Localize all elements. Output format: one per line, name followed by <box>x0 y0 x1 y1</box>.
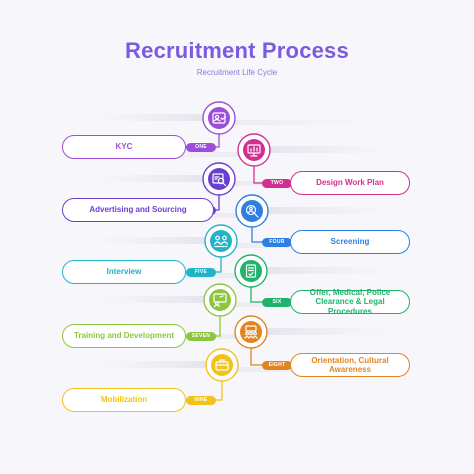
page-title: Recruitment Process <box>125 38 349 63</box>
shadow-bar <box>251 267 395 274</box>
step-label: Mobilization <box>62 388 186 412</box>
shadow-bar <box>90 175 219 182</box>
step-node-9 <box>205 348 239 382</box>
step-node-7 <box>203 283 237 317</box>
step-node-8 <box>234 315 268 349</box>
step-label: Interview <box>62 260 186 284</box>
step-label: Design Work Plan <box>290 171 410 195</box>
document-check-icon <box>245 264 257 278</box>
step-label: Orientation, Cultural Awareness <box>290 353 410 377</box>
shadow-bar <box>229 120 389 125</box>
step-number-tag: SIX <box>262 297 292 307</box>
shadow-bar <box>90 114 219 121</box>
step-number-tag: TWO <box>262 178 292 188</box>
step-node-5 <box>204 224 238 258</box>
step-label: KYC <box>62 135 186 159</box>
step-number-tag: SEVEN <box>186 331 216 341</box>
step-number-tag: FIVE <box>186 267 216 277</box>
step-node-6 <box>234 254 268 288</box>
shadow-bar <box>252 207 395 214</box>
shadow-bar <box>254 146 395 153</box>
step-label: Advertising and Sourcing <box>62 198 214 222</box>
step-node-3 <box>202 162 236 196</box>
shadow-bar <box>90 361 222 368</box>
step-number-tag: ONE <box>186 142 216 152</box>
travel-bag-icon <box>215 359 229 371</box>
step-node-1 <box>202 101 236 135</box>
search-profile-icon <box>212 173 227 187</box>
interview-people-icon <box>213 235 229 248</box>
step-node-4 <box>235 194 269 228</box>
shadow-bar <box>90 296 220 303</box>
step-node-2 <box>237 133 271 167</box>
group-orientation-icon <box>244 325 258 339</box>
shadow-bar <box>90 237 221 244</box>
step-number-tag: EIGHT <box>262 360 292 370</box>
training-board-icon <box>213 293 227 308</box>
step-label: Offer, Medical, Police Clearance & Legal… <box>290 288 410 316</box>
shadow-bar <box>251 328 395 335</box>
step-number-tag: FOUR <box>262 237 292 247</box>
page-subtitle: Recruitment Life Cycle <box>196 68 278 77</box>
magnifier-people-icon <box>245 204 259 218</box>
step-number-tag: NINE <box>186 395 216 405</box>
step-label: Screening <box>290 230 410 254</box>
user-id-check-icon <box>212 112 227 124</box>
presentation-board-icon <box>247 144 261 157</box>
step-label: Training and Development <box>62 324 186 348</box>
